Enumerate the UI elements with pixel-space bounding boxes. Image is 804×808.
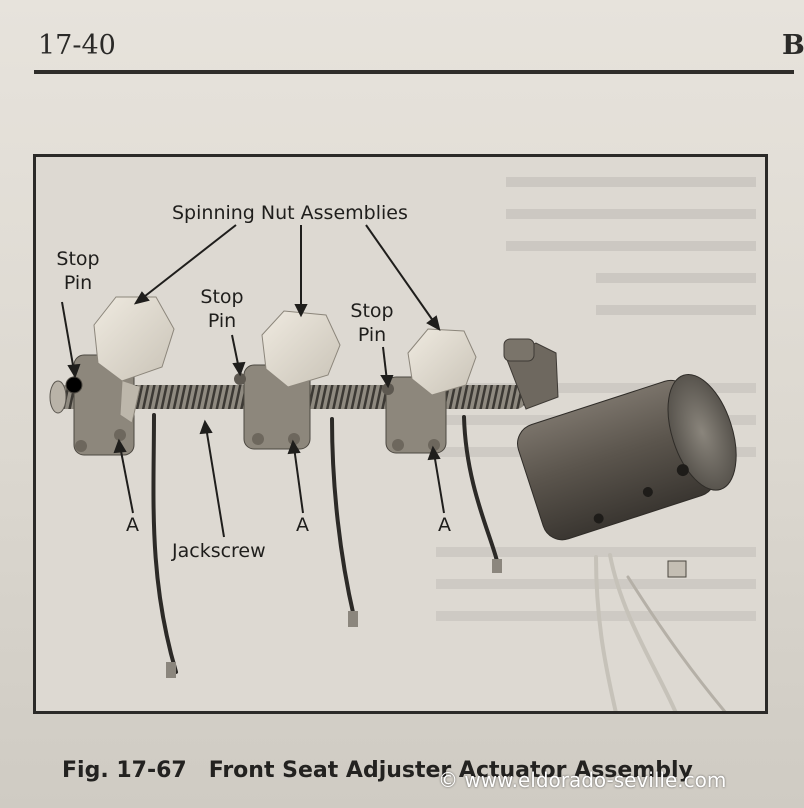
actuator-photo [49,224,737,711]
label-stop-pin-middle-line2: Pin [207,310,237,332]
figure-caption-title: Front Seat Adjuster Actuator Assembly [208,758,693,783]
actuator-motor [503,338,737,578]
label-stop-pin-left-line2: Pin [63,272,93,294]
section-letter: B [782,30,804,61]
spinning-nut-assembly-right [382,328,477,454]
leader-lines [61,224,445,538]
label-stop-pin-left: Stop Pin [52,247,104,295]
label-stop-pin-middle-line1: Stop [200,286,244,308]
label-stop-pin-right-line2: Pin [357,324,387,346]
page-number: 17-40 [38,30,116,61]
watermark: © www.eldorado-seville.com [438,768,727,792]
figure-caption-number: Fig. 17-67 [62,758,187,783]
wire-leads [151,413,727,711]
label-stop-pin-right-line1: Stop [350,300,394,322]
label-stop-pin-middle: Stop Pin [196,285,248,333]
figure-caption: Fig. 17-67 Front Seat Adjuster Actuator A… [62,758,693,783]
label-a-right: A [438,514,451,536]
label-stop-pin-left-line1: Stop [56,248,100,270]
spinning-nut-assembly-middle [234,310,341,450]
label-a-left: A [126,514,139,536]
spinning-nut-assembly-left [65,296,175,456]
label-stop-pin-right: Stop Pin [346,299,398,347]
header-rule [34,70,794,74]
label-spinning-nut-assemblies: Spinning Nut Assemblies [172,202,408,224]
figure-frame: Spinning Nut Assemblies Stop Pin Stop Pi… [33,154,768,714]
label-a-middle: A [296,514,309,536]
label-jackscrew: Jackscrew [172,540,266,562]
